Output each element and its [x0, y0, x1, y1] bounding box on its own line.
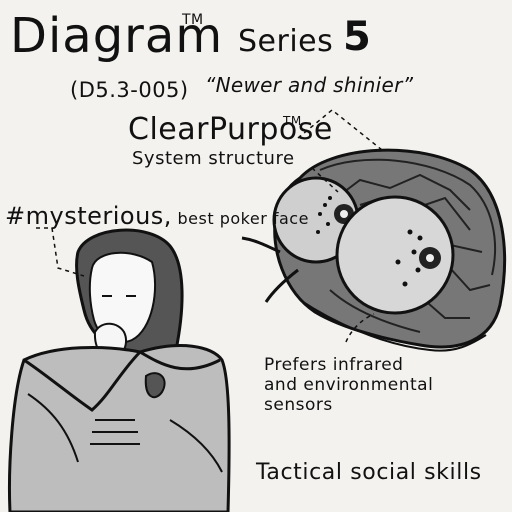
system-structure-label: System structure [132, 148, 295, 169]
hashtag-rest: best poker face [171, 209, 309, 228]
infrared-line-2: and environmental [264, 375, 434, 395]
title-trademark: TM [182, 12, 204, 28]
infrared-line-3: sensors [264, 395, 333, 415]
title-word: Diagram [10, 8, 224, 64]
infrared-line-1: Prefers infrared [264, 355, 404, 375]
model-code: (D5.3-005) [70, 78, 189, 102]
tactical-social-skills-caption: Tactical social skills [256, 460, 482, 485]
series-number: 5 [343, 14, 372, 60]
clear-purpose-trademark: TM [283, 114, 302, 128]
annotation-pointers [36, 109, 383, 343]
hashtag-word: #mysterious, [5, 202, 172, 230]
clear-purpose-heading: ClearPurpose [128, 112, 333, 147]
robot-head-icon [241, 148, 507, 352]
infrared-sensor-caption: Prefers infrared and environmental senso… [264, 355, 433, 415]
series-word: Series [238, 24, 334, 59]
person-illustration-icon [8, 228, 231, 512]
tagline: “Newer and shinier” [205, 73, 414, 97]
mysterious-caption: #mysterious, best poker face [5, 202, 309, 230]
